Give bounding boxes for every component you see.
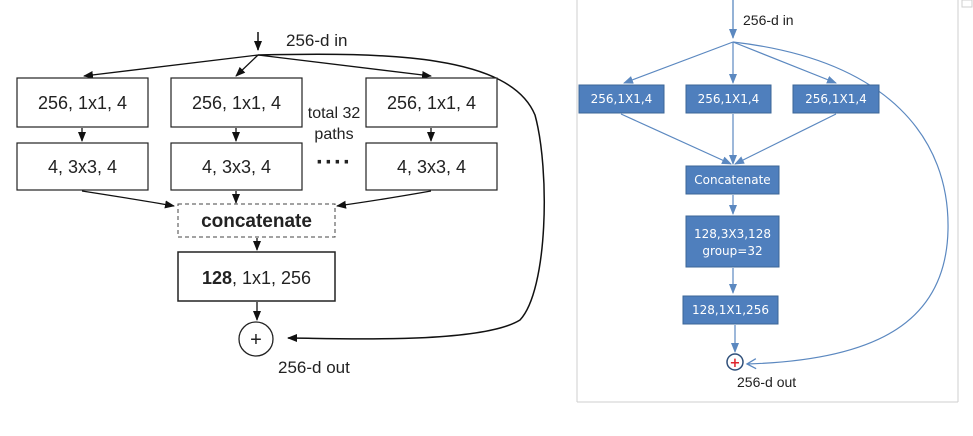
right-output-label: 256-d out [737, 374, 796, 390]
right-final-label: 128,1X1,256 [692, 303, 769, 317]
left-sum-symbol: + [250, 329, 262, 351]
left-group-box-label: 4, 3x3, 4 [202, 157, 271, 177]
left-path-box-label: 256, 1x1, 4 [38, 93, 127, 113]
right-path-box [578, 84, 665, 114]
right-concat-label: Concatenate [694, 173, 770, 187]
left-fanout-arrow [257, 54, 432, 79]
left-final-label: 128, 1x1, 256 [202, 268, 311, 288]
left-resnext-block: 256-d in 256, 1x1, 4 256, 1x1, 4 256, 1x… [16, 31, 546, 377]
right-resnext-block: 256-d in 256,1X1,4 256,1X1,4 256,1X1,4 C… [576, 0, 973, 403]
left-skip-connection [257, 53, 546, 343]
right-group-box [685, 215, 780, 268]
left-converge-arrow [81, 190, 175, 209]
right-sum-symbol: + [730, 356, 741, 371]
right-skip-connection [732, 41, 949, 370]
left-group-box-label: 4, 3x3, 4 [48, 157, 117, 177]
ellipsis: ···· [316, 149, 352, 176]
left-path-box [16, 77, 149, 128]
left-fanout-arrow [83, 54, 259, 79]
right-path-box [792, 84, 880, 114]
left-group-box [170, 142, 303, 191]
right-input-label: 256-d in [743, 12, 794, 28]
left-path-box [170, 77, 303, 128]
left-group-box-label: 4, 3x3, 4 [397, 157, 466, 177]
left-group-box [365, 142, 498, 191]
paths-note: total 32 [308, 105, 361, 122]
right-sum-node [726, 353, 744, 371]
right-converge-arrow [734, 113, 837, 165]
right-path-box [685, 84, 772, 114]
left-group-box [16, 142, 149, 191]
left-path-box-label: 256, 1x1, 4 [192, 93, 281, 113]
paths-note: paths [314, 126, 353, 143]
left-output-label: 256-d out [278, 358, 350, 377]
right-path-box-label: 256,1X1,4 [591, 92, 653, 106]
left-final-bold: 128 [202, 268, 232, 288]
corner-handle [961, 0, 973, 8]
right-group-line2: group=32 [702, 244, 762, 258]
left-final-box [177, 251, 336, 302]
left-converge-arrow [336, 190, 432, 209]
left-concat-label: concatenate [201, 211, 312, 232]
left-final-rest: , 1x1, 256 [232, 268, 311, 288]
right-fanout-arrow [732, 41, 837, 84]
right-path-box-label: 256,1X1,4 [805, 92, 867, 106]
left-path-box [365, 77, 498, 128]
left-fanout-arrow [235, 54, 259, 77]
left-sum-node [238, 321, 274, 357]
left-concat-box [177, 203, 336, 238]
right-converge-arrow [620, 113, 732, 165]
right-fanout-arrow [623, 41, 734, 84]
right-path-box-label: 256,1X1,4 [698, 92, 760, 106]
right-group-line1: 128,3X3,128 [694, 227, 771, 241]
left-input-label: 256-d in [286, 31, 347, 50]
left-path-box-label: 256, 1x1, 4 [387, 93, 476, 113]
right-final-box [682, 295, 779, 325]
right-concat-box [685, 165, 780, 195]
